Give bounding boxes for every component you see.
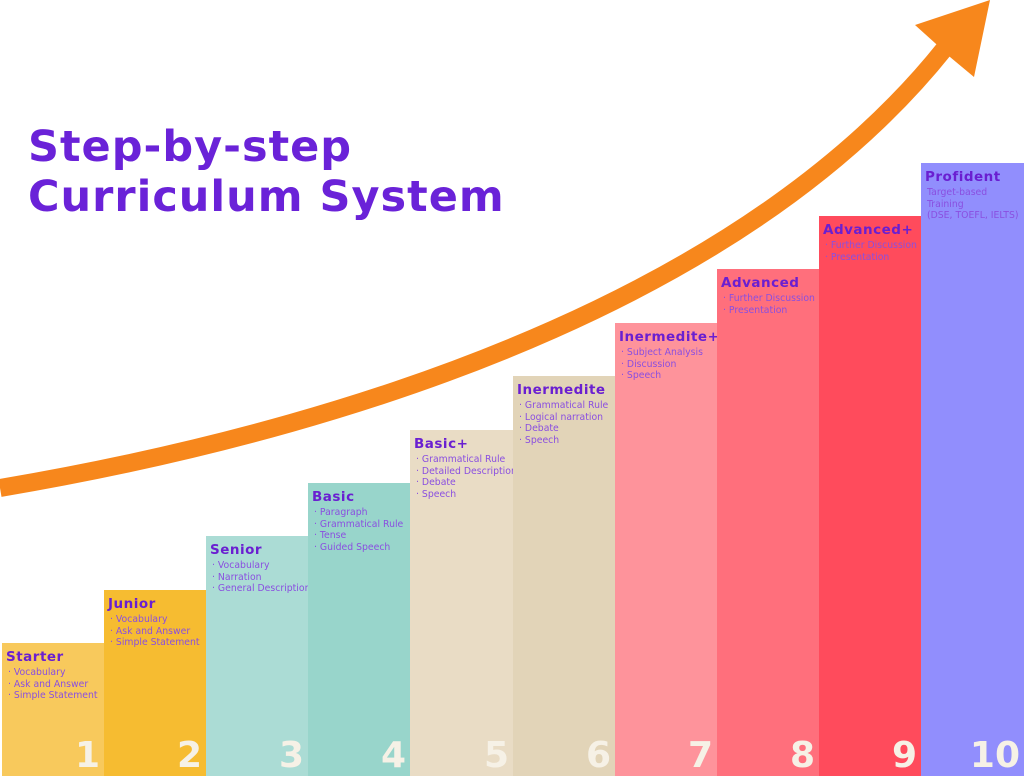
- step-number: 4: [380, 735, 406, 776]
- step-1: StarterVocabularyAsk and AnswerSimple St…: [2, 643, 104, 776]
- step-item: Training: [927, 198, 964, 210]
- step-item: Debate: [519, 423, 615, 435]
- step-number: 1: [74, 735, 100, 776]
- step-number: 8: [789, 735, 815, 776]
- step-item: (DSE, TOEFL, IELTS): [927, 210, 1019, 222]
- step-name: Inermedite+: [619, 329, 720, 345]
- step-items: Grammatical RuleLogical narrationDebateS…: [517, 400, 615, 446]
- step-item: Further Discussion: [723, 293, 819, 305]
- page-title: Step-by-step Curriculum System: [28, 122, 505, 222]
- step-item: Simple Statement: [8, 690, 104, 702]
- step-items: Further DiscussionPresentation: [721, 293, 819, 316]
- step-items: ParagraphGrammatical RuleTenseGuided Spe…: [312, 507, 410, 553]
- step-4: BasicParagraphGrammatical RuleTenseGuide…: [308, 483, 410, 776]
- step-name: Basic: [312, 489, 355, 505]
- step-items: VocabularyAsk and AnswerSimple Statement: [108, 614, 206, 649]
- step-item: Presentation: [723, 305, 819, 317]
- step-number: 6: [585, 735, 611, 776]
- step-7: Inermedite+ Subject AnalysisDiscussionSpe…: [615, 323, 720, 776]
- step-2: JuniorVocabularyAsk and AnswerSimple Sta…: [104, 590, 206, 776]
- step-items: Further DiscussionPresentation: [823, 240, 921, 263]
- step-5: Basic+ Grammatical RuleDetailed Descripti…: [410, 430, 517, 776]
- step-item: Tense: [314, 530, 410, 542]
- step-item: Detailed Description: [416, 466, 517, 478]
- arrow-shaft: [0, 42, 953, 497]
- step-item: Target-based: [927, 187, 988, 198]
- step-item: Ask and Answer: [110, 626, 206, 638]
- step-number: 7: [687, 735, 713, 776]
- step-item: Debate: [416, 477, 513, 489]
- step-9: Advanced+ Further DiscussionPresentation 9: [819, 216, 921, 776]
- step-number: 10: [969, 735, 1020, 776]
- step-items: Grammatical RuleDetailed DescriptionDeba…: [414, 454, 517, 501]
- step-item: Grammatical Rule: [519, 400, 615, 412]
- step-name: Advanced+: [823, 222, 914, 238]
- step-number: 5: [483, 735, 509, 776]
- step-item: Logical narration: [519, 412, 615, 424]
- step-item: Presentation: [825, 252, 921, 264]
- step-item: Speech: [416, 489, 513, 501]
- step-items: VocabularyNarrationGeneral Description: [210, 560, 311, 595]
- step-name: Advanced: [721, 275, 800, 291]
- step-item: General Description: [212, 583, 311, 595]
- step-item: Guided Speech: [314, 542, 410, 554]
- step-item: Ask and Answer: [8, 679, 104, 691]
- step-item: Speech: [519, 435, 615, 447]
- step-3: SeniorVocabularyNarrationGeneral Descrip…: [206, 536, 311, 776]
- step-item: Simple Statement: [110, 637, 206, 649]
- step-item: Grammatical Rule: [416, 454, 513, 466]
- step-item: Paragraph: [314, 507, 410, 519]
- step-6: InermediteGrammatical RuleLogical narrat…: [513, 376, 615, 776]
- step-number: 3: [278, 735, 304, 776]
- step-item: Narration: [212, 572, 308, 584]
- step-8: AdvancedFurther DiscussionPresentation 8: [717, 269, 819, 776]
- step-item: Vocabulary: [110, 614, 206, 626]
- title-line-1: Step-by-step: [28, 122, 353, 172]
- step-items: VocabularyAsk and AnswerSimple Statement: [6, 667, 104, 702]
- step-name: Inermedite: [517, 382, 606, 398]
- step-item: Discussion: [621, 359, 717, 371]
- step-name: Junior: [108, 596, 156, 612]
- step-number: 9: [891, 735, 917, 776]
- title-line-2: Curriculum System: [28, 172, 505, 222]
- step-item: Vocabulary: [212, 560, 308, 572]
- step-number: 2: [176, 735, 202, 776]
- step-name: Basic+: [414, 436, 469, 452]
- step-item: Vocabulary: [8, 667, 104, 679]
- step-items: Subject AnalysisDiscussionSpeech: [619, 347, 717, 382]
- step-name: Senior: [210, 542, 263, 558]
- step-item: Subject Analysis: [621, 347, 717, 359]
- step-item: Speech: [621, 370, 717, 382]
- step-item: Grammatical Rule: [314, 519, 410, 531]
- step-name: Profident: [925, 169, 1001, 185]
- step-name: Starter: [6, 649, 64, 665]
- step-item: Further Discussion: [825, 240, 921, 252]
- arrow-head: [915, 0, 990, 77]
